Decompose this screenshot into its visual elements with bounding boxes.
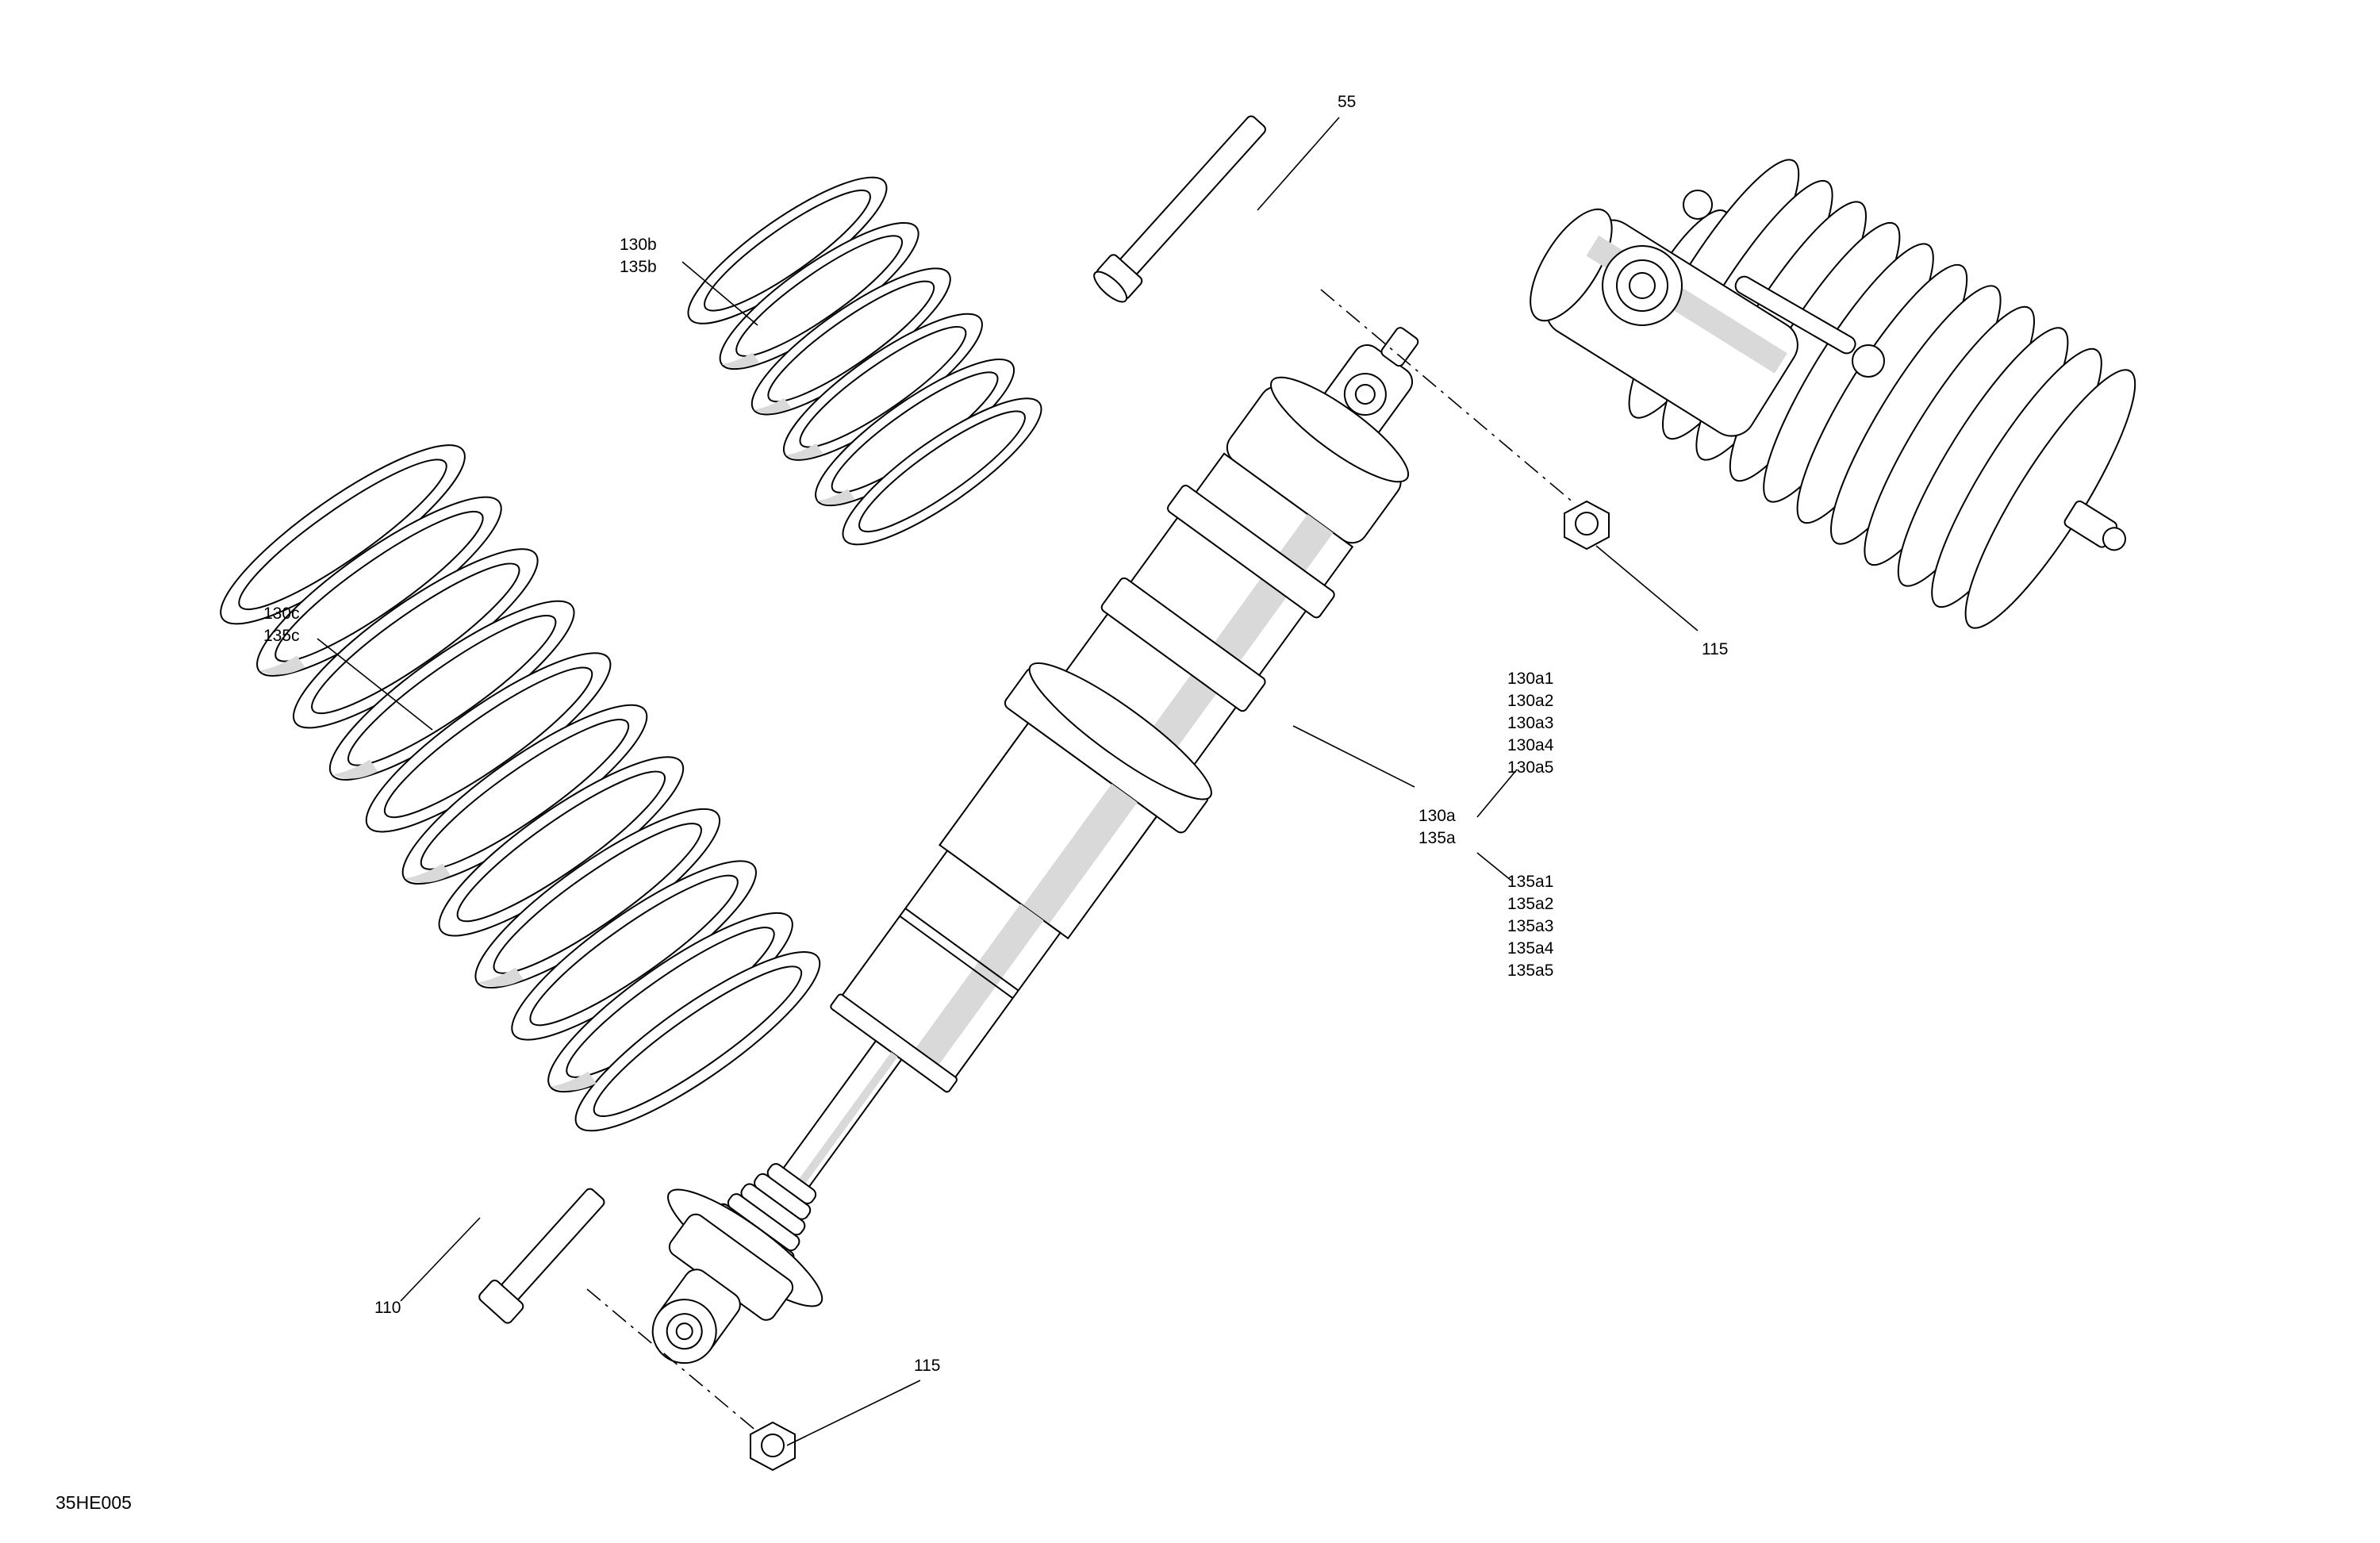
bolt-bottom bbox=[478, 1188, 605, 1324]
leader-130b bbox=[681, 261, 758, 326]
label-spring-lower: 130c 135c bbox=[263, 605, 300, 645]
leader-115-bottom bbox=[786, 1380, 921, 1446]
label-variants-135a: 135a1 135a2 135a3 135a4 135a5 bbox=[1507, 873, 1554, 980]
label-nut-top: 115 bbox=[1702, 640, 1729, 658]
leader-variants-135a bbox=[1476, 852, 1512, 881]
centerline-bottom bbox=[586, 1288, 758, 1433]
label-nut-bottom: 115 bbox=[914, 1357, 941, 1375]
leader-variants-130a bbox=[1476, 769, 1518, 818]
leader-130a bbox=[1292, 725, 1415, 788]
drawing-code: 35HE005 bbox=[56, 1492, 132, 1513]
lower-spring bbox=[220, 444, 821, 1132]
label-bolt-top: 55 bbox=[1338, 93, 1357, 111]
upper-spring bbox=[687, 176, 1042, 546]
reservoir-cap bbox=[1602, 190, 1885, 378]
leader-130c bbox=[317, 638, 433, 731]
bolt-top bbox=[1093, 115, 1266, 303]
label-shock-main: 130a 135a bbox=[1418, 807, 1456, 847]
centerline-top bbox=[1320, 289, 1576, 505]
leader-115-top bbox=[1595, 545, 1699, 631]
shock-absorber bbox=[651, 327, 1419, 1365]
leader-55 bbox=[1257, 117, 1340, 211]
label-variants-130a: 130a1 130a2 130a3 130a4 130a5 bbox=[1507, 670, 1554, 777]
nut-top bbox=[1564, 500, 1610, 551]
label-spring-upper: 130b 135b bbox=[620, 236, 657, 276]
label-bolt-bottom: 110 bbox=[374, 1299, 401, 1317]
nut-bottom bbox=[750, 1421, 796, 1472]
leader-110 bbox=[400, 1217, 481, 1302]
